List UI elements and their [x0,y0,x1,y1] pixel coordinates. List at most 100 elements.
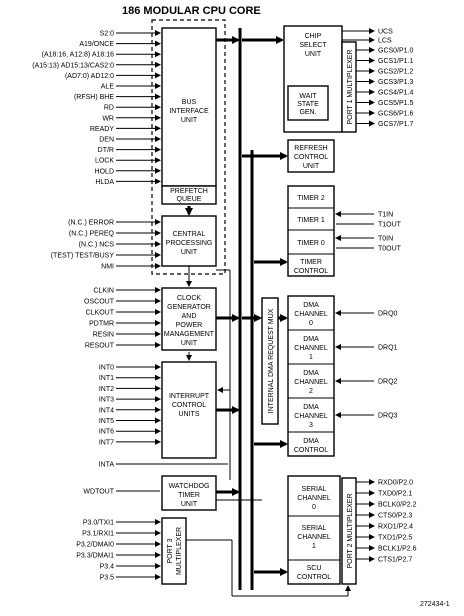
cpu-signal-4-label: NMI [101,264,114,271]
wdt-label-0: WATCHDOG [169,483,210,490]
clock-label-2: AND [182,313,197,320]
refresh-label-2: UNIT [303,163,320,170]
biu-signal-7-label: RD [104,105,114,112]
dma2-label-0: DMA [303,370,319,377]
port2-label: PORT 2 MULTIPLEXER [347,493,354,568]
dma1-label-1: CHANNEL [294,345,328,352]
clock-label-5: UNIT [181,340,198,347]
port1-signal-4-label: GCS4/P1.4 [378,90,414,97]
biu-signal-14-label: HLDA [95,179,114,186]
biu-signal-12-label: LOCK [95,158,114,165]
cpu-signal-1-label: (N.C.) PEREQ [69,231,115,238]
timerctl-label-0: TIMER [300,259,322,266]
biu-signal-13-label: HOLD [95,168,114,175]
port2-multiplexer: PORT 2 MULTIPLEXER [341,477,357,585]
icu-signal-5-label: INT5 [99,418,114,425]
dma3-label-2: 3 [309,422,313,429]
dma3-label-0: DMA [303,404,319,411]
biu-signal-6-label: (RFSH) BHE [74,94,114,101]
dma1-label-0: DMA [303,336,319,343]
cpu-label-1: PROCESSING [166,240,213,247]
dmactl-label-0: DMA [303,438,319,445]
biu-signal-4-label: (AD7:0) AD12:0 [65,73,114,80]
clock-signal-5-label: RESOUT [85,343,115,350]
dma2-label-1: CHANNEL [294,379,328,386]
figure-id: 272434-1 [420,601,450,608]
clock-label-3: POWER [176,322,202,329]
icu-signal-7-label: INT7 [99,439,114,446]
port1-signal-0-label: GCS0/P1.0 [378,48,414,55]
connections [185,36,351,597]
chip-select-unit: CHIP SELECT UNIT WAIT STATE GEN. [283,25,343,133]
timerctl-label-1: CONTROL [294,268,328,275]
scu-label-0: SCU [307,565,322,572]
dma-request-mux: INTERNAL DMA REQUEST MUX [261,297,279,425]
dma-signal-3-label: DRQ3 [378,413,398,420]
csu-signal-0-label: UCS [378,29,393,36]
timer0-signal-1-label: T0OUT [378,246,402,253]
ser1-label-0: SERIAL [302,525,327,532]
wdt-label-2: UNIT [181,501,198,508]
biu-signal-8-label: WR [102,115,114,122]
cpu-signal-2-label: (N.C.) NCS [79,242,115,249]
port1-signal-7-label: GCS7/P1.7 [378,121,414,128]
diagram-title: 186 MODULAR CPU CORE [122,5,261,17]
cpu-core-outline [151,19,226,275]
icu-label-0: INTERRUPT [169,393,210,400]
clock-label-1: GENERATOR [167,304,211,311]
icu-signal-6-label: INT6 [99,429,114,436]
clock-signal-4-label: RESIN [93,332,114,339]
clock-label-0: CLOCK [177,295,201,302]
biu-signal-11-label: DT/R [98,147,114,154]
refresh-label-0: REFRESH [294,145,327,152]
dmamux-label: INTERNAL DMA REQUEST MUX [268,308,275,413]
ser0-label-1: CHANNEL [297,495,331,502]
port2-signal-7-label: CTS1/P2.7 [378,557,412,564]
prefetch-queue: PREFETCH QUEUE [161,185,217,205]
biu-signal-2-label: (A18:16, A12:8) A18:16 [42,52,114,59]
ser0-label-0: SERIAL [302,486,327,493]
port3-signal-4-label: P3.4 [100,564,115,571]
port1-multiplexer: PORT 1 MULTIPLEXER [341,41,357,133]
port2-signal-3-label: CTS0/P2.3 [378,513,412,520]
central-processing-unit: CENTRAL PROCESSING UNIT [161,215,217,267]
bus-interface-unit: BUS INTERFACE UNIT [161,27,217,187]
waitstate-label-2: GEN. [299,109,316,116]
refresh-control-unit: REFRESH CONTROL UNIT [287,139,335,173]
port1-signal-2-label: GCS2/P1.2 [378,69,414,76]
dma-signal-2-label: DRQ2 [378,379,398,386]
csu-label-2: UNIT [305,51,322,58]
port3-multiplexer: PORT 3 MULTIPLEXER [161,517,187,585]
cpu-signal-0-label: (N.C.) ERROR [68,220,114,227]
ser0-label-2: 0 [312,504,316,511]
dma-unit: DMA CHANNEL 0 DMA CHANNEL 1 DMA CHANNEL … [287,295,335,457]
refresh-label-1: CONTROL [294,154,328,161]
clock-signal-2-label: CLKOUT [86,310,115,317]
port2-signal-4-label: RXD1/P2.4 [378,524,413,531]
port2-signal-5-label: TXD1/P2.5 [378,535,412,542]
biu-label-2: UNIT [181,117,198,124]
cpu-label-2: UNIT [181,249,198,256]
port2-signal-2-label: BCLK0/P2.2 [378,502,417,509]
waitstate-label-1: STATE [297,101,319,108]
biu-signal-5-label: ALE [101,84,115,91]
port1-signal-6-label: GCS6/P1.6 [378,111,414,118]
port2-signal-6-label: BCLK1/P2.6 [378,546,417,553]
port2-signal-0-label: RXD0/P2.0 [378,480,413,487]
biu-signal-9-label: READY [90,126,114,133]
clock-signal-1-label: OSCOUT [84,299,115,306]
watchdog-timer-unit: WATCHDOG TIMER UNIT [161,475,217,511]
clock-signal-0-label: CLKIN [93,288,114,295]
prefetch-label-0: PREFETCH [170,188,208,195]
icu-signal-1-label: INT1 [99,375,114,382]
inta-signal-label: INTA [99,462,115,469]
port3-signal-1-label: P3.1/RXI1 [82,531,114,538]
dma0-label-1: CHANNEL [294,311,328,318]
waitstate-label-0: WAIT [299,93,317,100]
icu-signal-0-label: INT0 [99,365,114,372]
timer1-signal-1-label: T1OUT [378,222,402,229]
port3-label-1: MULTIPLEXER [176,527,183,575]
timer1-label: TIMER 1 [297,217,325,224]
